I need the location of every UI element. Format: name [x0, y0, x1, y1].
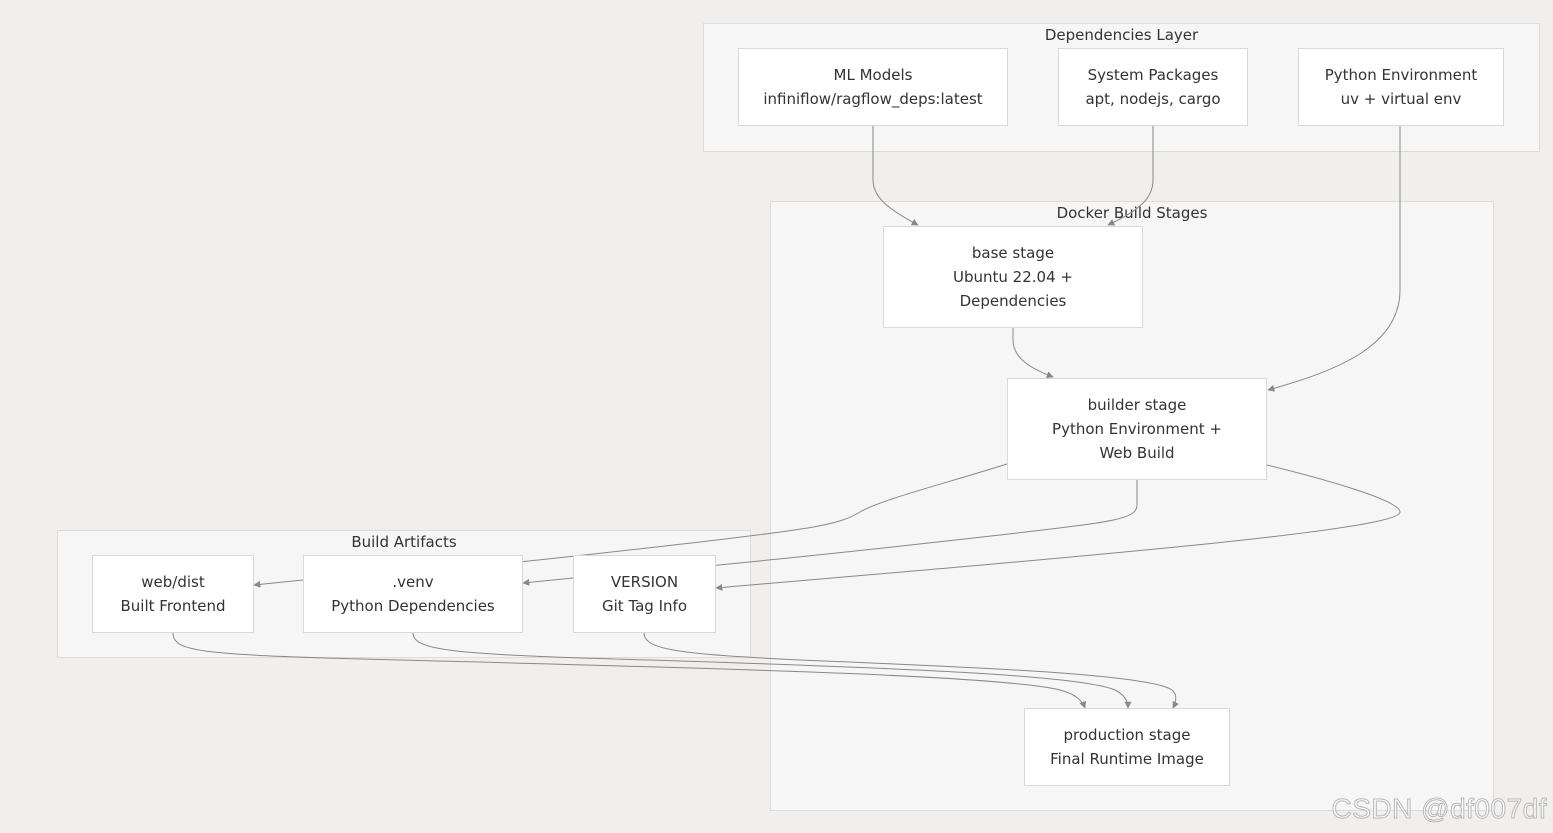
node-builder-stage: builder stage Python Environment + Web B…	[1007, 378, 1267, 480]
node-label-line: Git Tag Info	[602, 597, 687, 615]
node-base-stage: base stage Ubuntu 22.04 + Dependencies	[883, 226, 1143, 328]
node-label-line: infiniflow/ragflow_deps:latest	[763, 90, 983, 108]
node-label-line: Web Build	[1099, 444, 1175, 462]
cluster-title: Dependencies Layer	[1044, 26, 1199, 44]
node-label-line: Built Frontend	[120, 597, 226, 615]
node-label-line: VERSION	[610, 573, 679, 591]
edge-web-dist-to-production	[172, 632, 1087, 709]
node-label-line: Final Runtime Image	[1050, 750, 1204, 768]
edge-system-packages-to-base	[1107, 126, 1154, 226]
node-label-line: Ubuntu 22.04 +	[953, 268, 1073, 286]
node-python-environment: Python Environment uv + virtual env	[1298, 48, 1504, 126]
cluster-title: Docker Build Stages	[1056, 204, 1208, 222]
node-label-line: Python Environment +	[1052, 420, 1222, 438]
node-version: VERSION Git Tag Info	[573, 555, 716, 633]
node-label-line: Python Dependencies	[331, 597, 495, 615]
node-label-line: base stage	[971, 244, 1055, 262]
node-label-line: .venv	[392, 573, 434, 591]
edge-python-env-to-builder	[1267, 126, 1401, 392]
edge-version-to-production	[643, 632, 1179, 709]
node-venv: .venv Python Dependencies	[303, 555, 523, 633]
node-label-line: builder stage	[1087, 396, 1187, 414]
watermark: CSDN @df007df	[1331, 793, 1547, 825]
node-label-line: ML Models	[833, 66, 913, 84]
node-production-stage: production stage Final Runtime Image	[1024, 708, 1230, 786]
node-label-line: Python Environment	[1324, 66, 1478, 84]
edge-venv-to-production	[412, 632, 1132, 709]
node-label-line: System Packages	[1087, 66, 1219, 84]
edge-base-to-builder	[1012, 328, 1054, 378]
edge-builder-to-version	[715, 464, 1401, 591]
node-system-packages: System Packages apt, nodejs, cargo	[1058, 48, 1248, 126]
node-label-line: production stage	[1063, 726, 1191, 744]
edge-ml-models-to-base	[872, 126, 919, 226]
node-ml-models: ML Models infiniflow/ragflow_deps:latest	[738, 48, 1008, 126]
node-label-line: apt, nodejs, cargo	[1085, 90, 1221, 108]
node-label-line: uv + virtual env	[1340, 90, 1462, 108]
node-label-line: web/dist	[141, 573, 205, 591]
node-web-dist: web/dist Built Frontend	[92, 555, 254, 633]
node-label-line: Dependencies	[959, 292, 1067, 310]
cluster-title: Build Artifacts	[351, 533, 457, 551]
